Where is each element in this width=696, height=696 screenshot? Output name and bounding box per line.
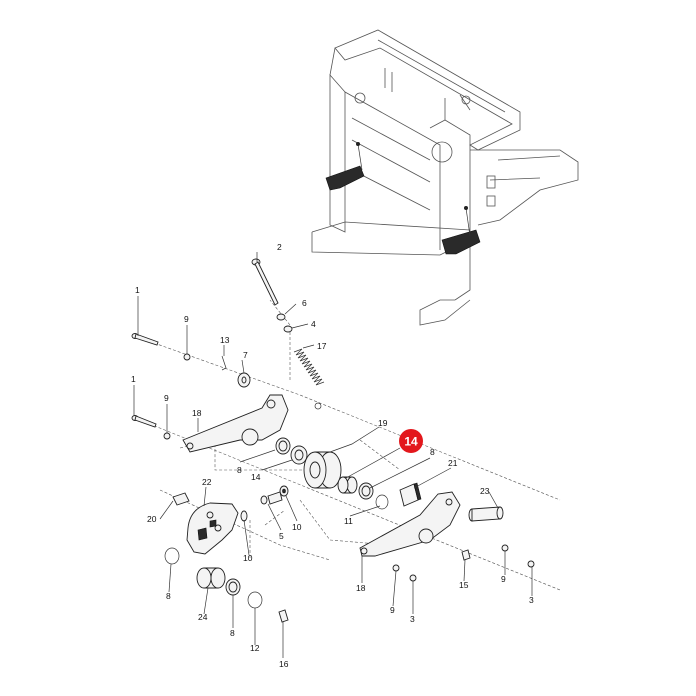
pin-13 <box>221 355 227 371</box>
bolt-2 <box>251 258 279 306</box>
callout-1-lower: 1 <box>131 374 136 384</box>
callout-14-small: 14 <box>251 472 261 482</box>
callout-9-c: 9 <box>390 605 395 615</box>
bushing-14 <box>290 445 308 465</box>
ring-12 <box>247 591 263 609</box>
pad-21 <box>399 482 422 507</box>
bushing-24 <box>196 567 226 589</box>
callout-8-a: 8 <box>237 465 242 475</box>
bolt-1-lower <box>131 415 157 428</box>
callout-24: 24 <box>198 612 208 622</box>
washer-7 <box>237 372 251 388</box>
callout-16: 16 <box>279 659 289 669</box>
nut-3-b <box>527 560 535 568</box>
washer-8-b <box>358 482 374 500</box>
leader-lines <box>133 252 533 658</box>
nut-3-a <box>409 574 417 582</box>
callout-17: 17 <box>317 341 327 351</box>
callout-18-lower: 18 <box>356 583 366 593</box>
arm-18-upper <box>182 394 289 453</box>
ring-8-c <box>164 547 180 565</box>
grease-fitting-15 <box>461 549 471 561</box>
machine-frame-drawing <box>311 29 579 326</box>
callout-8-b: 8 <box>430 447 435 457</box>
spring-17 <box>293 348 325 410</box>
callout-23: 23 <box>480 486 490 496</box>
callout-22: 22 <box>202 477 212 487</box>
washer-4 <box>283 325 293 333</box>
roller-19 <box>303 451 342 489</box>
cam-disc-22 <box>186 502 239 555</box>
washer-8-d <box>225 578 241 596</box>
washer-9-d <box>501 544 509 552</box>
washer-8-a <box>275 437 291 455</box>
callout-1-upper: 1 <box>135 285 140 295</box>
callout-10-a: 10 <box>243 553 253 563</box>
callout-labels: 2 6 4 17 1 9 13 7 1 9 18 19 8 14 8 21 22… <box>131 242 534 669</box>
highlighted-callout-14[interactable]: 14 <box>399 429 423 453</box>
callout-12: 12 <box>250 643 260 653</box>
callout-9-b: 9 <box>164 393 169 403</box>
washer-5 <box>260 495 268 505</box>
callout-2: 2 <box>277 242 282 252</box>
washer-10-a <box>240 510 248 522</box>
callout-18-upper: 18 <box>192 408 202 418</box>
callout-9-a: 9 <box>184 314 189 324</box>
callout-10-b: 10 <box>292 522 302 532</box>
callout-8-d: 8 <box>230 628 235 638</box>
callout-19: 19 <box>378 418 388 428</box>
callout-6: 6 <box>302 298 307 308</box>
block-20 <box>172 492 190 506</box>
highlight-badge-label: 14 <box>404 435 418 449</box>
callout-5: 5 <box>279 531 284 541</box>
shaft-5 <box>267 491 283 505</box>
bolt-1-upper <box>131 333 159 346</box>
callout-15: 15 <box>459 580 469 590</box>
callout-21: 21 <box>448 458 458 468</box>
callout-7: 7 <box>243 350 248 360</box>
pin-23 <box>468 506 504 522</box>
washer-9-c <box>392 564 400 572</box>
callout-3-a: 3 <box>410 614 415 624</box>
callout-13: 13 <box>220 335 230 345</box>
callout-11: 11 <box>344 516 353 526</box>
bushing-14-b <box>337 476 358 494</box>
highlight-badge <box>399 429 423 453</box>
washer-9-b <box>163 432 171 440</box>
nut-6 <box>276 313 286 321</box>
callout-4: 4 <box>311 319 316 329</box>
callout-3-b: 3 <box>529 595 534 605</box>
pin-16 <box>278 609 289 623</box>
callout-8-c: 8 <box>166 591 171 601</box>
arm-18-lower <box>359 491 461 557</box>
washer-9-a <box>183 353 191 361</box>
callout-20: 20 <box>147 514 157 524</box>
washer-10-b <box>279 485 289 497</box>
ring-11 <box>375 494 389 510</box>
callout-9-d: 9 <box>501 574 506 584</box>
